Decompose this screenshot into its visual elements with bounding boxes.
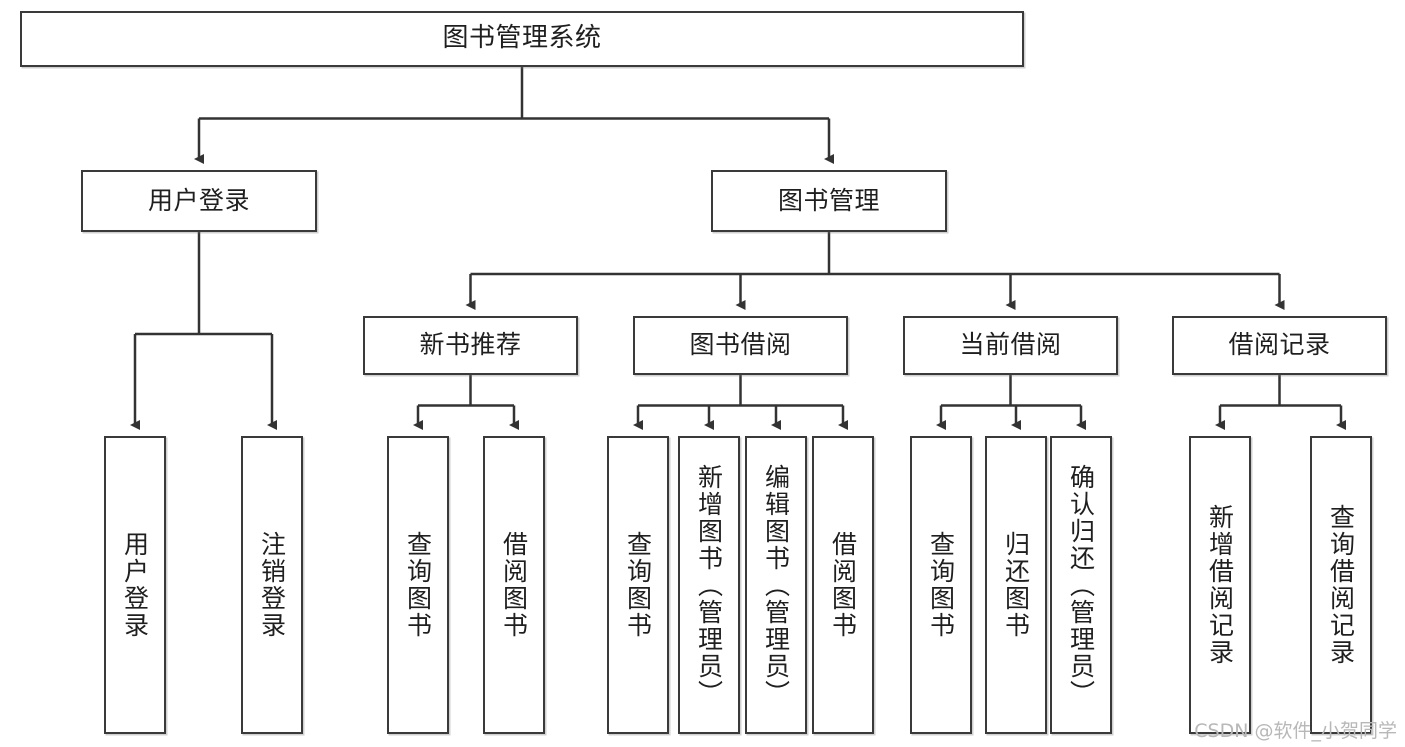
node-label: 查询借阅记录 bbox=[1326, 504, 1356, 666]
node-label: 注销登录 bbox=[257, 531, 287, 639]
node-label: 图书管理系统 bbox=[442, 23, 602, 54]
node-current[interactable]: 当前借阅 bbox=[903, 316, 1118, 375]
watermark-text: CSDN @软件_小贺同学 bbox=[1194, 720, 1397, 742]
node-borrowbook[interactable]: 图书借阅 bbox=[633, 316, 848, 375]
node-leaf-rec-2[interactable]: 查询借阅记录 bbox=[1310, 436, 1372, 734]
node-label: 用户登录 bbox=[120, 531, 150, 639]
node-label: 用户登录 bbox=[147, 185, 250, 215]
node-login[interactable]: 用户登录 bbox=[81, 170, 317, 232]
node-label: 新增借阅记录 bbox=[1205, 504, 1235, 666]
node-newbook[interactable]: 新书推荐 bbox=[363, 316, 578, 375]
node-leaf-new-2[interactable]: 借阅图书 bbox=[483, 436, 545, 734]
node-label: 归还图书 bbox=[1001, 531, 1031, 639]
node-leaf-bor-1[interactable]: 查询图书 bbox=[607, 436, 669, 734]
node-leaf-bor-2[interactable]: 新增图书（管理员） bbox=[678, 436, 740, 734]
node-label: 查询图书 bbox=[926, 531, 956, 639]
node-label: 图书管理 bbox=[777, 185, 880, 215]
node-leaf-login-2[interactable]: 注销登录 bbox=[241, 436, 303, 734]
node-leaf-rec-1[interactable]: 新增借阅记录 bbox=[1189, 436, 1251, 734]
node-leaf-new-1[interactable]: 查询图书 bbox=[387, 436, 449, 734]
node-label: 当前借阅 bbox=[959, 330, 1062, 360]
node-label: 查询图书 bbox=[623, 531, 653, 639]
node-label: 图书借阅 bbox=[689, 330, 792, 360]
node-root[interactable]: 图书管理系统 bbox=[20, 11, 1024, 67]
node-leaf-bor-4[interactable]: 借阅图书 bbox=[812, 436, 874, 734]
node-label: 新书推荐 bbox=[419, 330, 522, 360]
node-label: 查询图书 bbox=[403, 531, 433, 639]
node-leaf-cur-2[interactable]: 归还图书 bbox=[985, 436, 1047, 734]
node-leaf-login-1[interactable]: 用户登录 bbox=[104, 436, 166, 734]
node-label: 确认归还（管理员） bbox=[1066, 463, 1096, 707]
node-leaf-bor-3[interactable]: 编辑图书（管理员） bbox=[745, 436, 807, 734]
node-leaf-cur-3[interactable]: 确认归还（管理员） bbox=[1050, 436, 1112, 734]
node-label: 借阅图书 bbox=[499, 531, 529, 639]
node-label: 新增图书（管理员） bbox=[694, 463, 724, 707]
node-label: 借阅图书 bbox=[828, 531, 858, 639]
node-bookmgmt[interactable]: 图书管理 bbox=[711, 170, 947, 232]
node-label: 编辑图书（管理员） bbox=[761, 463, 791, 707]
node-records[interactable]: 借阅记录 bbox=[1172, 316, 1387, 375]
node-leaf-cur-1[interactable]: 查询图书 bbox=[910, 436, 972, 734]
node-label: 借阅记录 bbox=[1228, 330, 1331, 360]
